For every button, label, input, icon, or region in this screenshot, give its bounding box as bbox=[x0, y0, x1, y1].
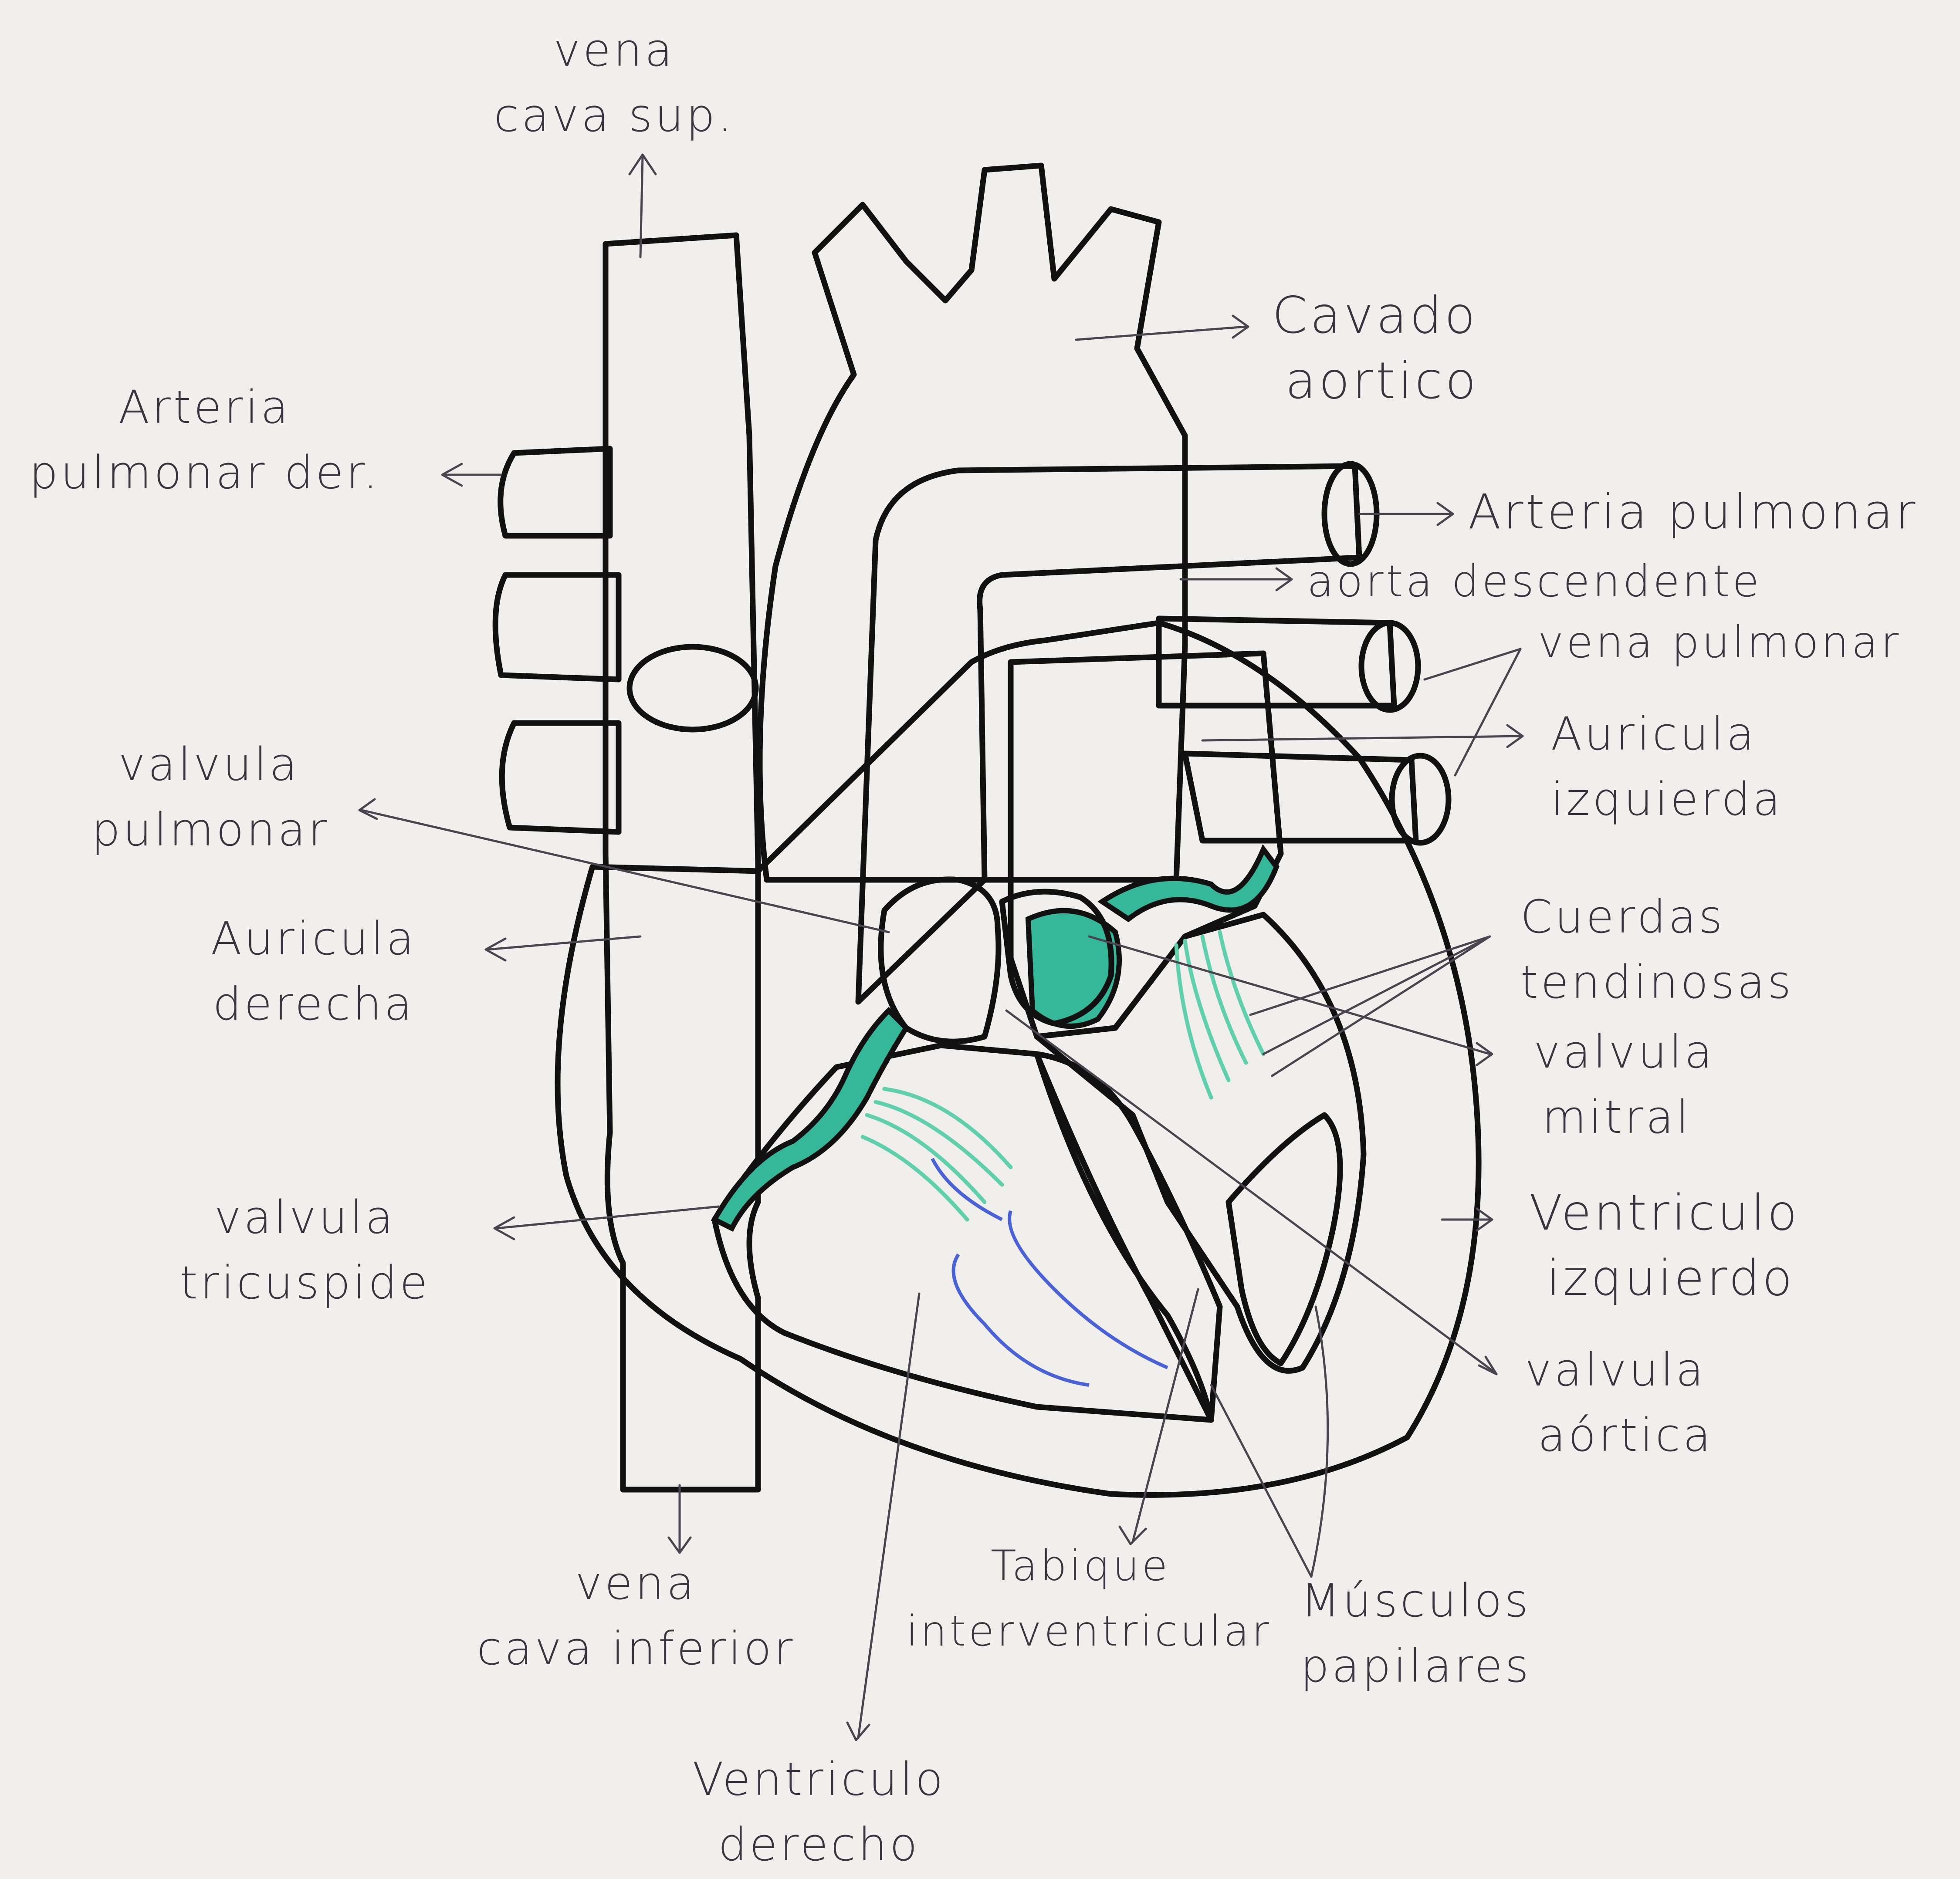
right-ventricle bbox=[714, 1045, 1211, 1420]
right-pulmonary-vein-upper bbox=[495, 575, 619, 679]
pulmonary-trunk bbox=[858, 464, 1377, 1002]
pulmonary-vein-upper bbox=[1159, 618, 1418, 710]
label-aorta-descendente: aorta descendente bbox=[1307, 549, 1762, 614]
right-pulmonary-vein-lower bbox=[502, 723, 619, 832]
pulmonary-vein-lower bbox=[1185, 754, 1449, 843]
right-pulmonary-artery bbox=[501, 449, 610, 536]
ventricular-wall bbox=[558, 623, 1479, 1495]
label-arteria-pulmonar: Arteria pulmonar bbox=[1468, 479, 1918, 544]
aortic-arch bbox=[760, 166, 1185, 880]
vena-cava-right-atrium bbox=[606, 235, 758, 1490]
label-vena-pulmonar: vena pulmonar bbox=[1538, 610, 1901, 675]
